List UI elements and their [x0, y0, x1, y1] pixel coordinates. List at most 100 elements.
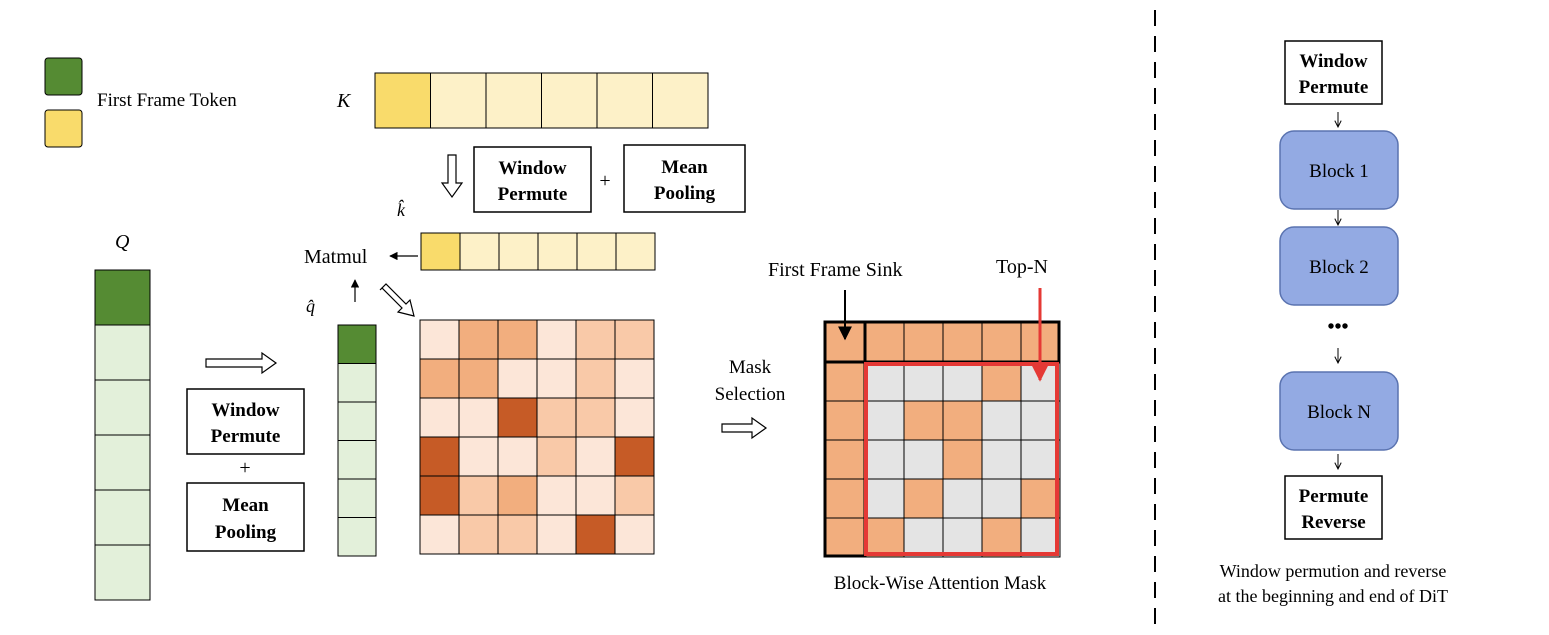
attention-score-cell — [614, 358, 655, 399]
mask-cell — [864, 478, 905, 519]
attention-score-cell — [497, 358, 538, 399]
attention-score-cell — [458, 358, 499, 399]
mask-cell — [903, 322, 944, 363]
attention-score-cell — [614, 436, 655, 477]
attention-score-cell — [458, 475, 499, 516]
left-mean-pooling-line1: Mean — [222, 495, 269, 516]
attention-score-cell — [458, 319, 499, 360]
q-token-column — [94, 269, 151, 601]
mask-cell — [981, 400, 1022, 441]
attention-score-cell — [536, 358, 577, 399]
matmul-label: Matmul — [304, 246, 368, 268]
k-hat-token-cell — [420, 232, 461, 271]
attention-score-cell — [497, 514, 538, 555]
pipeline-block-2: Block 2 — [1279, 226, 1399, 306]
k-hat-token-cell — [498, 232, 539, 271]
attention-score-cell — [458, 436, 499, 477]
attention-score-cell — [614, 514, 655, 555]
mask-cell — [981, 439, 1022, 480]
legend-yellow-swatch — [44, 109, 83, 148]
mask-cell — [1020, 517, 1061, 558]
pipeline-block-1-label: Block 1 — [1309, 161, 1369, 182]
q-hat-token-cell — [337, 478, 377, 518]
attention-score-cell — [497, 397, 538, 438]
left-plus-sign: + — [239, 457, 250, 479]
q-token-cell — [94, 379, 151, 436]
pipeline-window-permute-line1: Window — [1299, 51, 1368, 72]
attention-score-cell — [419, 397, 460, 438]
pipeline-ellipsis: ••• — [1327, 316, 1348, 338]
mask-cell — [1020, 439, 1061, 480]
legend: First Frame Token — [44, 57, 237, 148]
top-mean-pooling-line1: Mean — [661, 157, 708, 178]
mask-selection-line1: Mask — [729, 357, 772, 378]
attention-score-cell — [575, 436, 616, 477]
k-token-cell — [541, 72, 598, 129]
q-token-cell — [94, 544, 151, 601]
top-window-permute-box: Window Permute — [473, 146, 592, 213]
pipeline-window-permute-box: Window Permute — [1284, 40, 1383, 105]
attention-score-cell — [419, 514, 460, 555]
mask-cell — [981, 478, 1022, 519]
mask-cell — [1020, 400, 1061, 441]
mask-cell — [1020, 478, 1061, 519]
hollow-diagonal-arrow-icon — [379, 283, 415, 317]
attention-score-cell — [575, 319, 616, 360]
mask-cell — [942, 478, 983, 519]
hollow-right-arrow-icon — [205, 351, 278, 375]
pipeline-caption-line2: at the beginning and end of DiT — [1218, 586, 1448, 606]
attention-score-cell — [458, 397, 499, 438]
attention-score-cell — [419, 358, 460, 399]
attention-score-cell — [536, 436, 577, 477]
k-hat-token-cell — [537, 232, 578, 271]
pipeline-permute-reverse-line2: Reverse — [1301, 512, 1365, 533]
k-token-cell — [652, 72, 709, 129]
q-hat-token-cell — [337, 324, 377, 364]
pipeline-window-permute-line2: Permute — [1299, 77, 1369, 98]
attention-score-cell — [536, 319, 577, 360]
legend-green-swatch — [44, 57, 83, 96]
q-hat-label: q̂ — [306, 296, 315, 316]
q-hat-token-column — [337, 324, 377, 557]
mask-cell — [942, 361, 983, 402]
attention-score-cell — [419, 475, 460, 516]
mask-cell — [981, 322, 1022, 363]
top-window-permute-line2: Permute — [498, 184, 568, 205]
top-mean-pooling-box: Mean Pooling — [623, 144, 746, 213]
attention-score-cell — [614, 475, 655, 516]
mask-cell — [825, 400, 866, 441]
mask-cell — [903, 517, 944, 558]
block-wise-attention-mask — [825, 322, 1061, 558]
mask-cell — [942, 322, 983, 363]
k-label: K — [336, 90, 352, 112]
pipeline-block-n-label: Block N — [1307, 402, 1371, 423]
mask-cell — [864, 400, 905, 441]
mask-cell — [981, 517, 1022, 558]
mask-cell — [825, 478, 866, 519]
top-plus-sign: + — [599, 170, 610, 192]
left-window-permute-line1: Window — [211, 400, 280, 421]
mask-cell — [903, 439, 944, 480]
k-hat-token-row — [420, 232, 656, 271]
attention-score-matrix — [419, 319, 655, 555]
attention-score-cell — [575, 397, 616, 438]
first-frame-sink-label: First Frame Sink — [768, 259, 902, 281]
mask-cell — [825, 361, 866, 402]
k-hat-label: k̂ — [397, 199, 406, 220]
attention-score-cell — [458, 514, 499, 555]
mask-cell — [825, 517, 866, 558]
attention-score-cell — [575, 358, 616, 399]
k-hat-token-cell — [615, 232, 656, 271]
attention-score-cell — [419, 319, 460, 360]
q-label: Q — [115, 231, 130, 253]
hollow-down-arrow-icon — [440, 154, 464, 199]
mask-cell — [903, 361, 944, 402]
mask-cell — [981, 361, 1022, 402]
attention-score-cell — [497, 436, 538, 477]
q-token-cell — [94, 269, 151, 326]
mask-cell — [942, 400, 983, 441]
attention-score-cell — [497, 475, 538, 516]
left-mean-pooling-box: Mean Pooling — [186, 482, 305, 552]
attention-score-cell — [536, 514, 577, 555]
